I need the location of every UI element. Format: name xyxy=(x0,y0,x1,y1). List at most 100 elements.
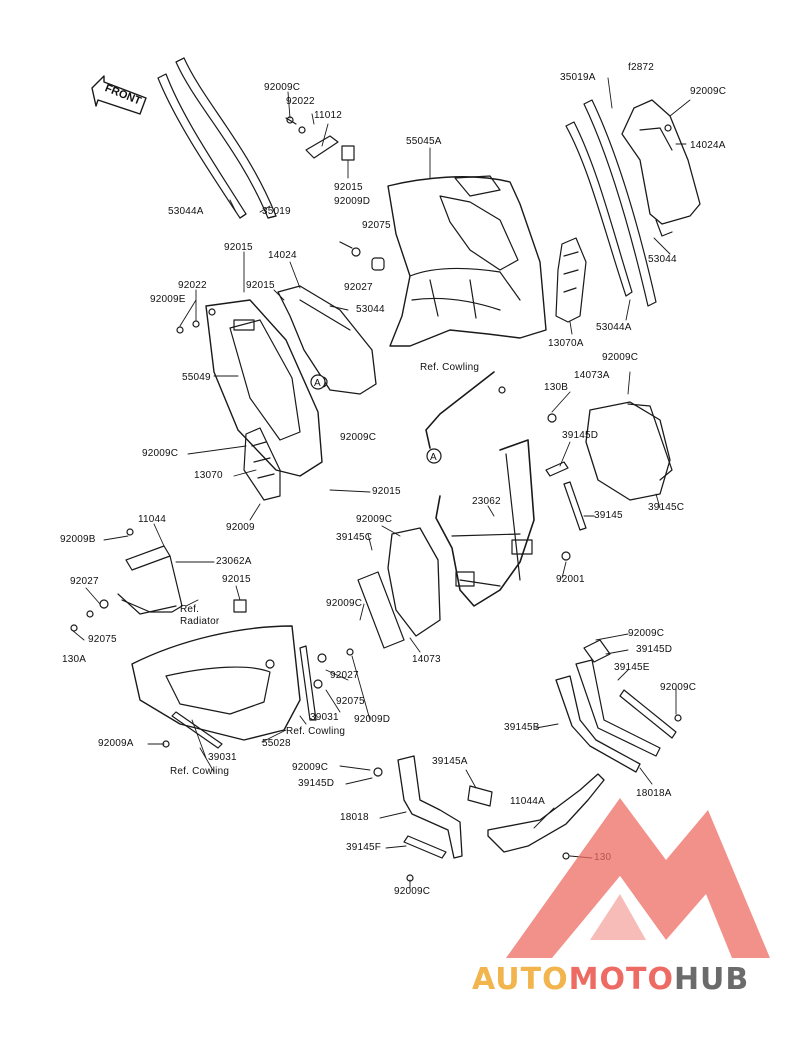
part-label: 55028 xyxy=(262,738,291,749)
part-label: 35019 xyxy=(262,206,291,217)
part-label: 35019A xyxy=(560,72,596,83)
part-label: 14073 xyxy=(412,654,441,665)
marker-a-label: A xyxy=(314,378,321,389)
cover-14024 xyxy=(277,285,377,395)
part-label: 92009C xyxy=(356,514,393,525)
part-label: 92009C xyxy=(292,762,329,773)
part-label: 39145F xyxy=(346,842,382,853)
part-label: 18018A xyxy=(636,788,672,799)
part-label: Ref. Cowling xyxy=(170,766,230,777)
part-label: 13070A xyxy=(548,338,584,349)
watermark-auto: AUTO xyxy=(472,962,569,997)
part-label: 92022 xyxy=(286,96,315,107)
part-label: 92009D xyxy=(334,196,371,207)
part-label: 92009B xyxy=(60,534,96,545)
marker-a-label: A xyxy=(430,452,437,463)
part-label: 92009 xyxy=(226,522,255,533)
part-label: 23062 xyxy=(472,496,501,507)
part-label: 92027 xyxy=(330,670,359,681)
bracket-11044 xyxy=(70,528,247,632)
part-label: 53044A xyxy=(168,206,204,217)
part-label: 92009C xyxy=(602,352,639,363)
watermark-text: AUTOMOTOHUB xyxy=(472,962,749,997)
part-label: 39145B xyxy=(504,722,540,733)
part-label: 92009C xyxy=(264,82,301,93)
part-label: 14024 xyxy=(268,250,297,261)
part-label: 11044 xyxy=(138,514,167,525)
part-label: 92022 xyxy=(178,280,207,291)
part-label: 55045A xyxy=(406,136,442,147)
part-label: 39031 xyxy=(208,752,237,763)
seal-strip-35019a-right xyxy=(565,99,657,307)
part-label: 92075 xyxy=(362,220,391,231)
part-label: 53044 xyxy=(648,254,677,265)
part-label: 39145D xyxy=(298,778,335,789)
bracket-18018a xyxy=(555,639,682,773)
part-label: 92015 xyxy=(222,574,251,585)
front-arrow-icon xyxy=(91,75,147,115)
part-label: 92009E xyxy=(150,294,186,305)
part-label: 130B xyxy=(544,382,569,393)
part-label: 92009C xyxy=(394,886,431,897)
part-label: 92009C xyxy=(326,598,363,609)
part-label: 18018 xyxy=(340,812,369,823)
strip-39145d xyxy=(545,461,587,531)
duct-13070a xyxy=(555,237,587,323)
part-label: 92009C xyxy=(690,86,727,97)
part-label: 92075 xyxy=(88,634,117,645)
part-label: 13070 xyxy=(194,470,223,481)
part-label: 92027 xyxy=(344,282,373,293)
inner-cowling-55045a xyxy=(387,175,547,347)
part-label: 14024A xyxy=(690,140,726,151)
part-label: 39145C xyxy=(336,532,373,543)
part-label: 130A xyxy=(62,654,87,665)
watermark-moto: MOTO xyxy=(568,962,674,997)
part-label: 39145 xyxy=(594,510,623,521)
part-label: 39145E xyxy=(614,662,650,673)
part-label: 92015 xyxy=(224,242,253,253)
part-label: 92027 xyxy=(70,576,99,587)
part-label: Ref. Radiator xyxy=(180,604,220,627)
side-panel-55049 xyxy=(176,299,323,477)
frame-bracket-23062 xyxy=(435,413,571,607)
part-label: 39031 xyxy=(310,712,339,723)
marker-a-circles xyxy=(310,374,442,464)
part-label: Ref. Cowling xyxy=(420,362,480,373)
part-label: 39145A xyxy=(432,756,468,767)
part-label: 23062A xyxy=(216,556,252,567)
ref-cowling-rod xyxy=(425,371,506,449)
part-label: 14073A xyxy=(574,370,610,381)
duct-13070 xyxy=(243,427,281,501)
part-label: 92009D xyxy=(354,714,391,725)
automotohub-logo-icon xyxy=(506,798,770,958)
part-label: 92075 xyxy=(336,696,365,707)
part-label: 11044A xyxy=(510,796,545,807)
duct-14073a xyxy=(585,401,673,501)
part-label: 92009C xyxy=(340,432,377,443)
part-label: 92015 xyxy=(246,280,275,291)
part-label: 39145C xyxy=(648,502,685,513)
part-label: 53044A xyxy=(596,322,632,333)
part-label: 11012 xyxy=(314,110,343,121)
part-label: 92001 xyxy=(556,574,585,585)
part-label: 55049 xyxy=(182,372,211,383)
part-label: 92009C xyxy=(142,448,179,459)
part-label: 39145D xyxy=(562,430,599,441)
leader-lines xyxy=(71,77,691,889)
duct-14073 xyxy=(357,527,441,649)
part-label: 39145D xyxy=(636,644,673,655)
watermark-hub: HUB xyxy=(673,962,750,997)
part-label: 92015 xyxy=(334,182,363,193)
under-cover-55028 xyxy=(131,625,354,749)
part-label: 53044 xyxy=(356,304,385,315)
part-label: 92009C xyxy=(628,628,665,639)
figure-code: f2872 xyxy=(628,62,655,73)
seal-strip-53044a-left xyxy=(157,57,277,219)
bracket-11044a xyxy=(487,773,605,860)
cover-14024a xyxy=(621,99,701,237)
part-label: Ref. Cowling xyxy=(286,726,346,737)
part-label: 92009C xyxy=(660,682,697,693)
part-label: 92015 xyxy=(372,486,401,497)
